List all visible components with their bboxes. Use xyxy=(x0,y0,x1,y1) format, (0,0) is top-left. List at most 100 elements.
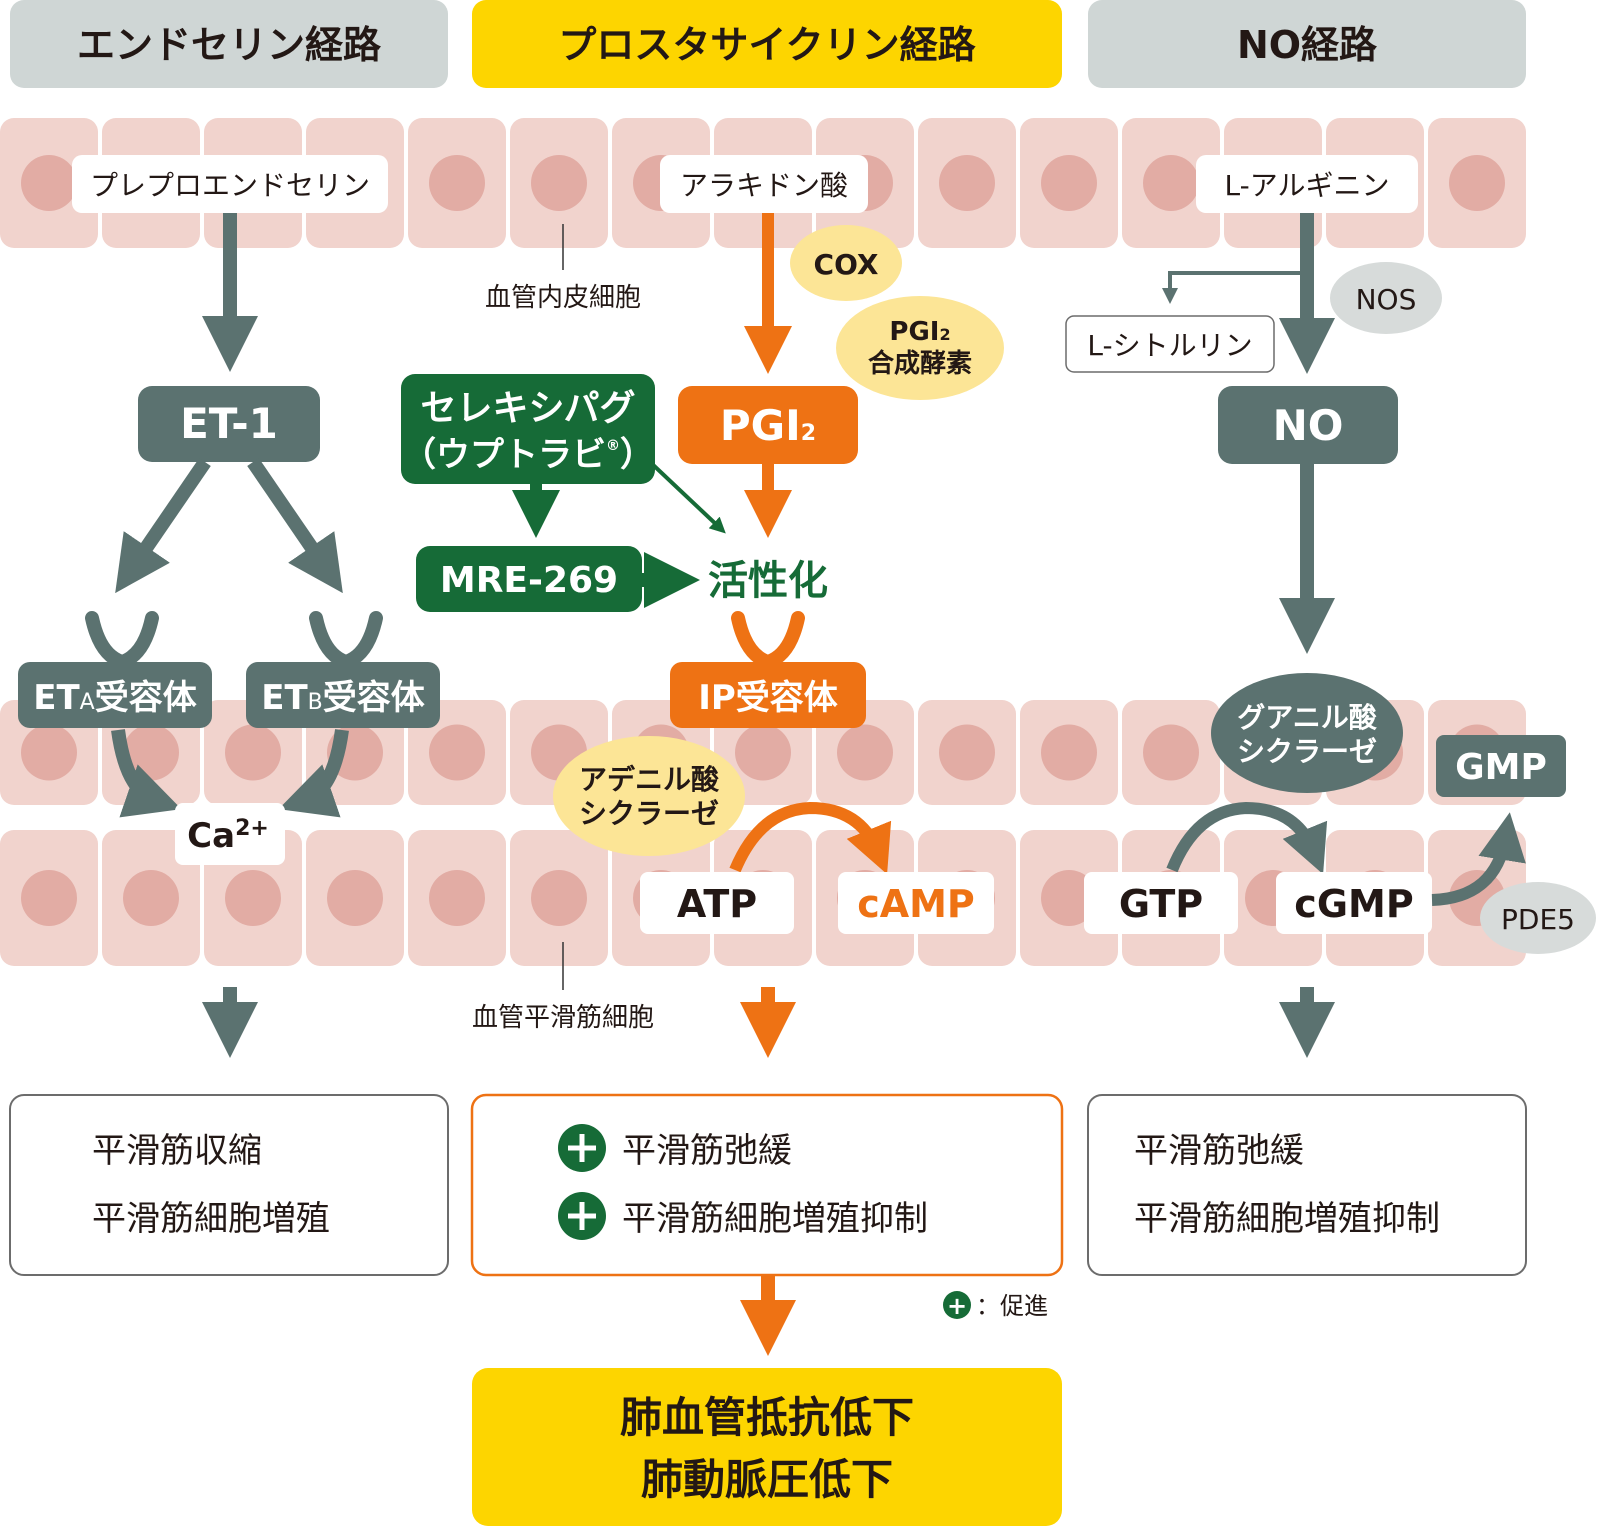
camp-label: cAMP xyxy=(857,882,975,926)
legend-promote-symbol: + xyxy=(947,1292,967,1320)
nos-label: NOS xyxy=(1356,283,1417,316)
atp-label: ATP xyxy=(677,882,757,926)
outcome-line2: 肺動脈圧低下 xyxy=(641,1455,893,1504)
cell-nucleus xyxy=(21,155,77,211)
etb-receptor-box xyxy=(246,662,440,728)
adenylate-cyclase-line1: アデニル酸 xyxy=(579,763,720,796)
cell-nucleus xyxy=(1041,870,1097,926)
no-label: NO xyxy=(1273,401,1344,450)
camp-box xyxy=(838,872,994,934)
cell-nucleus xyxy=(21,724,77,781)
prostacyclin-effects-box xyxy=(470,1093,1064,1277)
arrow-eta-to-ca xyxy=(111,729,182,818)
arrow-et1-to-etb xyxy=(247,458,343,594)
cell-nucleus xyxy=(939,724,995,781)
ca-label: Ca2+ xyxy=(187,816,269,856)
prostacyclin-header-box xyxy=(472,0,1062,88)
adenylate-cyclase-line2: シクラーゼ xyxy=(579,797,719,830)
nos-ellipse xyxy=(1330,262,1442,334)
pgi2-label: PGI2 xyxy=(720,401,816,450)
endothelin-header-box xyxy=(10,0,448,88)
promote-plus-1 xyxy=(568,1134,596,1162)
prostacyclin-effect-2: 平滑筋細胞増殖抑制 xyxy=(622,1199,928,1239)
adenylate-cyclase-ellipse xyxy=(553,736,745,856)
legend-promote-text: ：促進 xyxy=(976,1292,1048,1320)
endothelin-effect-1: 平滑筋収縮 xyxy=(92,1131,262,1171)
cox-label: COX xyxy=(814,248,879,281)
endothelin-effect-2: 平滑筋細胞増殖 xyxy=(92,1199,330,1239)
cell-nucleus xyxy=(1143,724,1199,781)
selexipag-name: セレキシパグ xyxy=(421,388,636,429)
selexipag-box xyxy=(401,374,655,484)
arrow-gtp-to-cgmp xyxy=(1166,801,1328,875)
atp-box xyxy=(640,872,794,934)
cell-nucleus xyxy=(1041,724,1097,781)
cell-nucleus xyxy=(1449,155,1505,211)
cox-ellipse xyxy=(790,225,902,301)
mre269-label: MRE-269 xyxy=(440,560,618,601)
outcome-line1: 肺血管抵抗低下 xyxy=(620,1393,914,1442)
gtp-label: GTP xyxy=(1119,882,1203,926)
et1-box xyxy=(138,386,320,462)
cell-nucleus xyxy=(837,724,893,781)
guanylate-cyclase-line2: シクラーゼ xyxy=(1237,735,1377,768)
l-arginine-box xyxy=(1196,155,1418,213)
ip-receptor-label: IP受容体 xyxy=(698,678,838,718)
pgi2-synthase-line2: 合成酵素 xyxy=(868,348,972,379)
preproendothelin-label: プレプロエンドセリン xyxy=(90,169,370,202)
mre269-box xyxy=(416,546,642,612)
no-effect-1: 平滑筋弛緩 xyxy=(1134,1131,1304,1171)
gmp-label: GMP xyxy=(1455,747,1547,788)
arrow-etb-to-ca xyxy=(278,729,349,818)
pde5-ellipse xyxy=(1480,882,1596,954)
cell-nucleus xyxy=(735,724,791,781)
arachidonic-acid-box xyxy=(660,155,868,213)
preproendothelin-box xyxy=(72,155,388,213)
ip-receptor-cup xyxy=(731,611,805,670)
prostacyclin-effect-1: 平滑筋弛緩 xyxy=(622,1131,792,1171)
promote-plus-2 xyxy=(568,1202,596,1230)
cgmp-label: cGMP xyxy=(1294,882,1413,926)
cell-nucleus xyxy=(123,870,179,926)
arrow-atp-to-camp xyxy=(729,801,892,875)
arrow-et1-to-eta xyxy=(115,458,211,594)
no-effects-box xyxy=(1087,1094,1527,1276)
cell-nucleus xyxy=(429,724,485,781)
arrow-cgmp-to-gmp xyxy=(1431,812,1526,906)
cell-nucleus xyxy=(21,870,77,926)
outcome-box xyxy=(472,1368,1062,1526)
no-box xyxy=(1218,386,1398,464)
cell-nucleus xyxy=(1143,155,1199,211)
endothelin-header: エンドセリン経路 xyxy=(77,23,382,67)
pde5-label: PDE5 xyxy=(1501,903,1575,936)
cell-nucleus xyxy=(1041,155,1097,211)
prostacyclin-header: プロスタサイクリン経路 xyxy=(558,23,976,67)
pgi2-synthase-ellipse xyxy=(836,296,1004,400)
selexipag-brand: （ウプトラビ®） xyxy=(402,435,654,475)
eta-receptor-cup xyxy=(85,611,159,670)
legend-promote-icon xyxy=(943,1291,971,1319)
arachidonic-acid-label: アラキドン酸 xyxy=(680,169,848,202)
cell-nucleus xyxy=(225,724,281,781)
cgmp-box xyxy=(1276,872,1432,934)
cell-nucleus xyxy=(429,870,485,926)
smooth-muscle-cell-label: 血管平滑筋細胞 xyxy=(472,1003,654,1033)
etb-receptor-label: ETB受容体 xyxy=(261,678,425,718)
guanylate-cyclase-line1: グアニル酸 xyxy=(1237,701,1377,734)
no-effect-2: 平滑筋細胞増殖抑制 xyxy=(1134,1199,1440,1239)
no-header-box xyxy=(1088,0,1526,88)
cell-nucleus xyxy=(531,155,587,211)
pgi2-box xyxy=(678,386,858,464)
arrow-selexipag-to-activation xyxy=(648,460,726,534)
l-citrulline-box xyxy=(1065,315,1275,373)
cell-nucleus xyxy=(939,155,995,211)
ca-box xyxy=(175,803,285,865)
guanylate-cyclase-ellipse xyxy=(1211,673,1403,793)
eta-receptor-label: ETA受容体 xyxy=(33,678,196,718)
l-citrulline-label: L-シトルリン xyxy=(1087,329,1252,362)
endothelial-cell-label: 血管内皮細胞 xyxy=(485,283,641,313)
cell-nucleus xyxy=(327,870,383,926)
gtp-box xyxy=(1084,872,1238,934)
no-header: NO経路 xyxy=(1237,23,1378,67)
